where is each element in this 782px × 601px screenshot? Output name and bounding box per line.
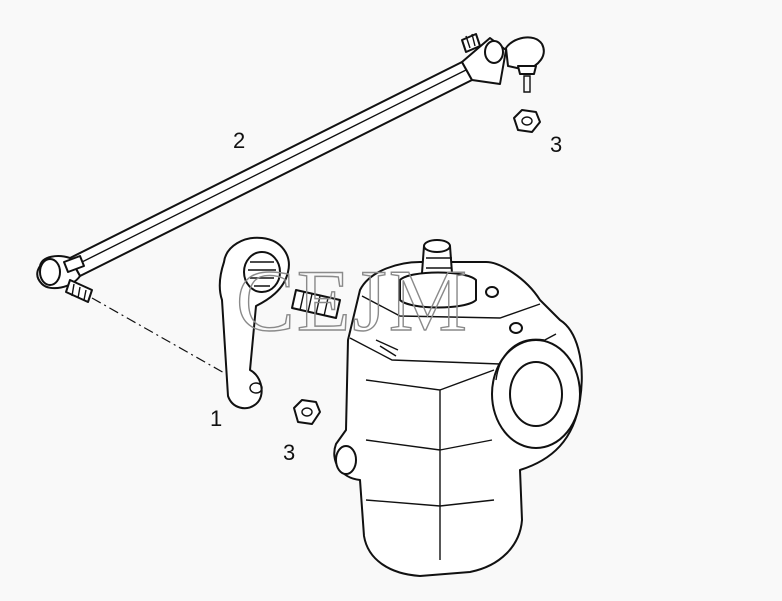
callout-3-upper: 3 [550, 132, 562, 157]
assembly-line [91, 297, 227, 375]
steering-gear-box [291, 239, 583, 577]
tie-rod [36, 33, 545, 303]
pitman-arm [218, 236, 321, 425]
callout-3-lower: 3 [283, 440, 295, 465]
callout-1: 1 [210, 406, 222, 431]
callout-2: 2 [233, 128, 245, 153]
watermark-text: CEJM [236, 253, 469, 350]
